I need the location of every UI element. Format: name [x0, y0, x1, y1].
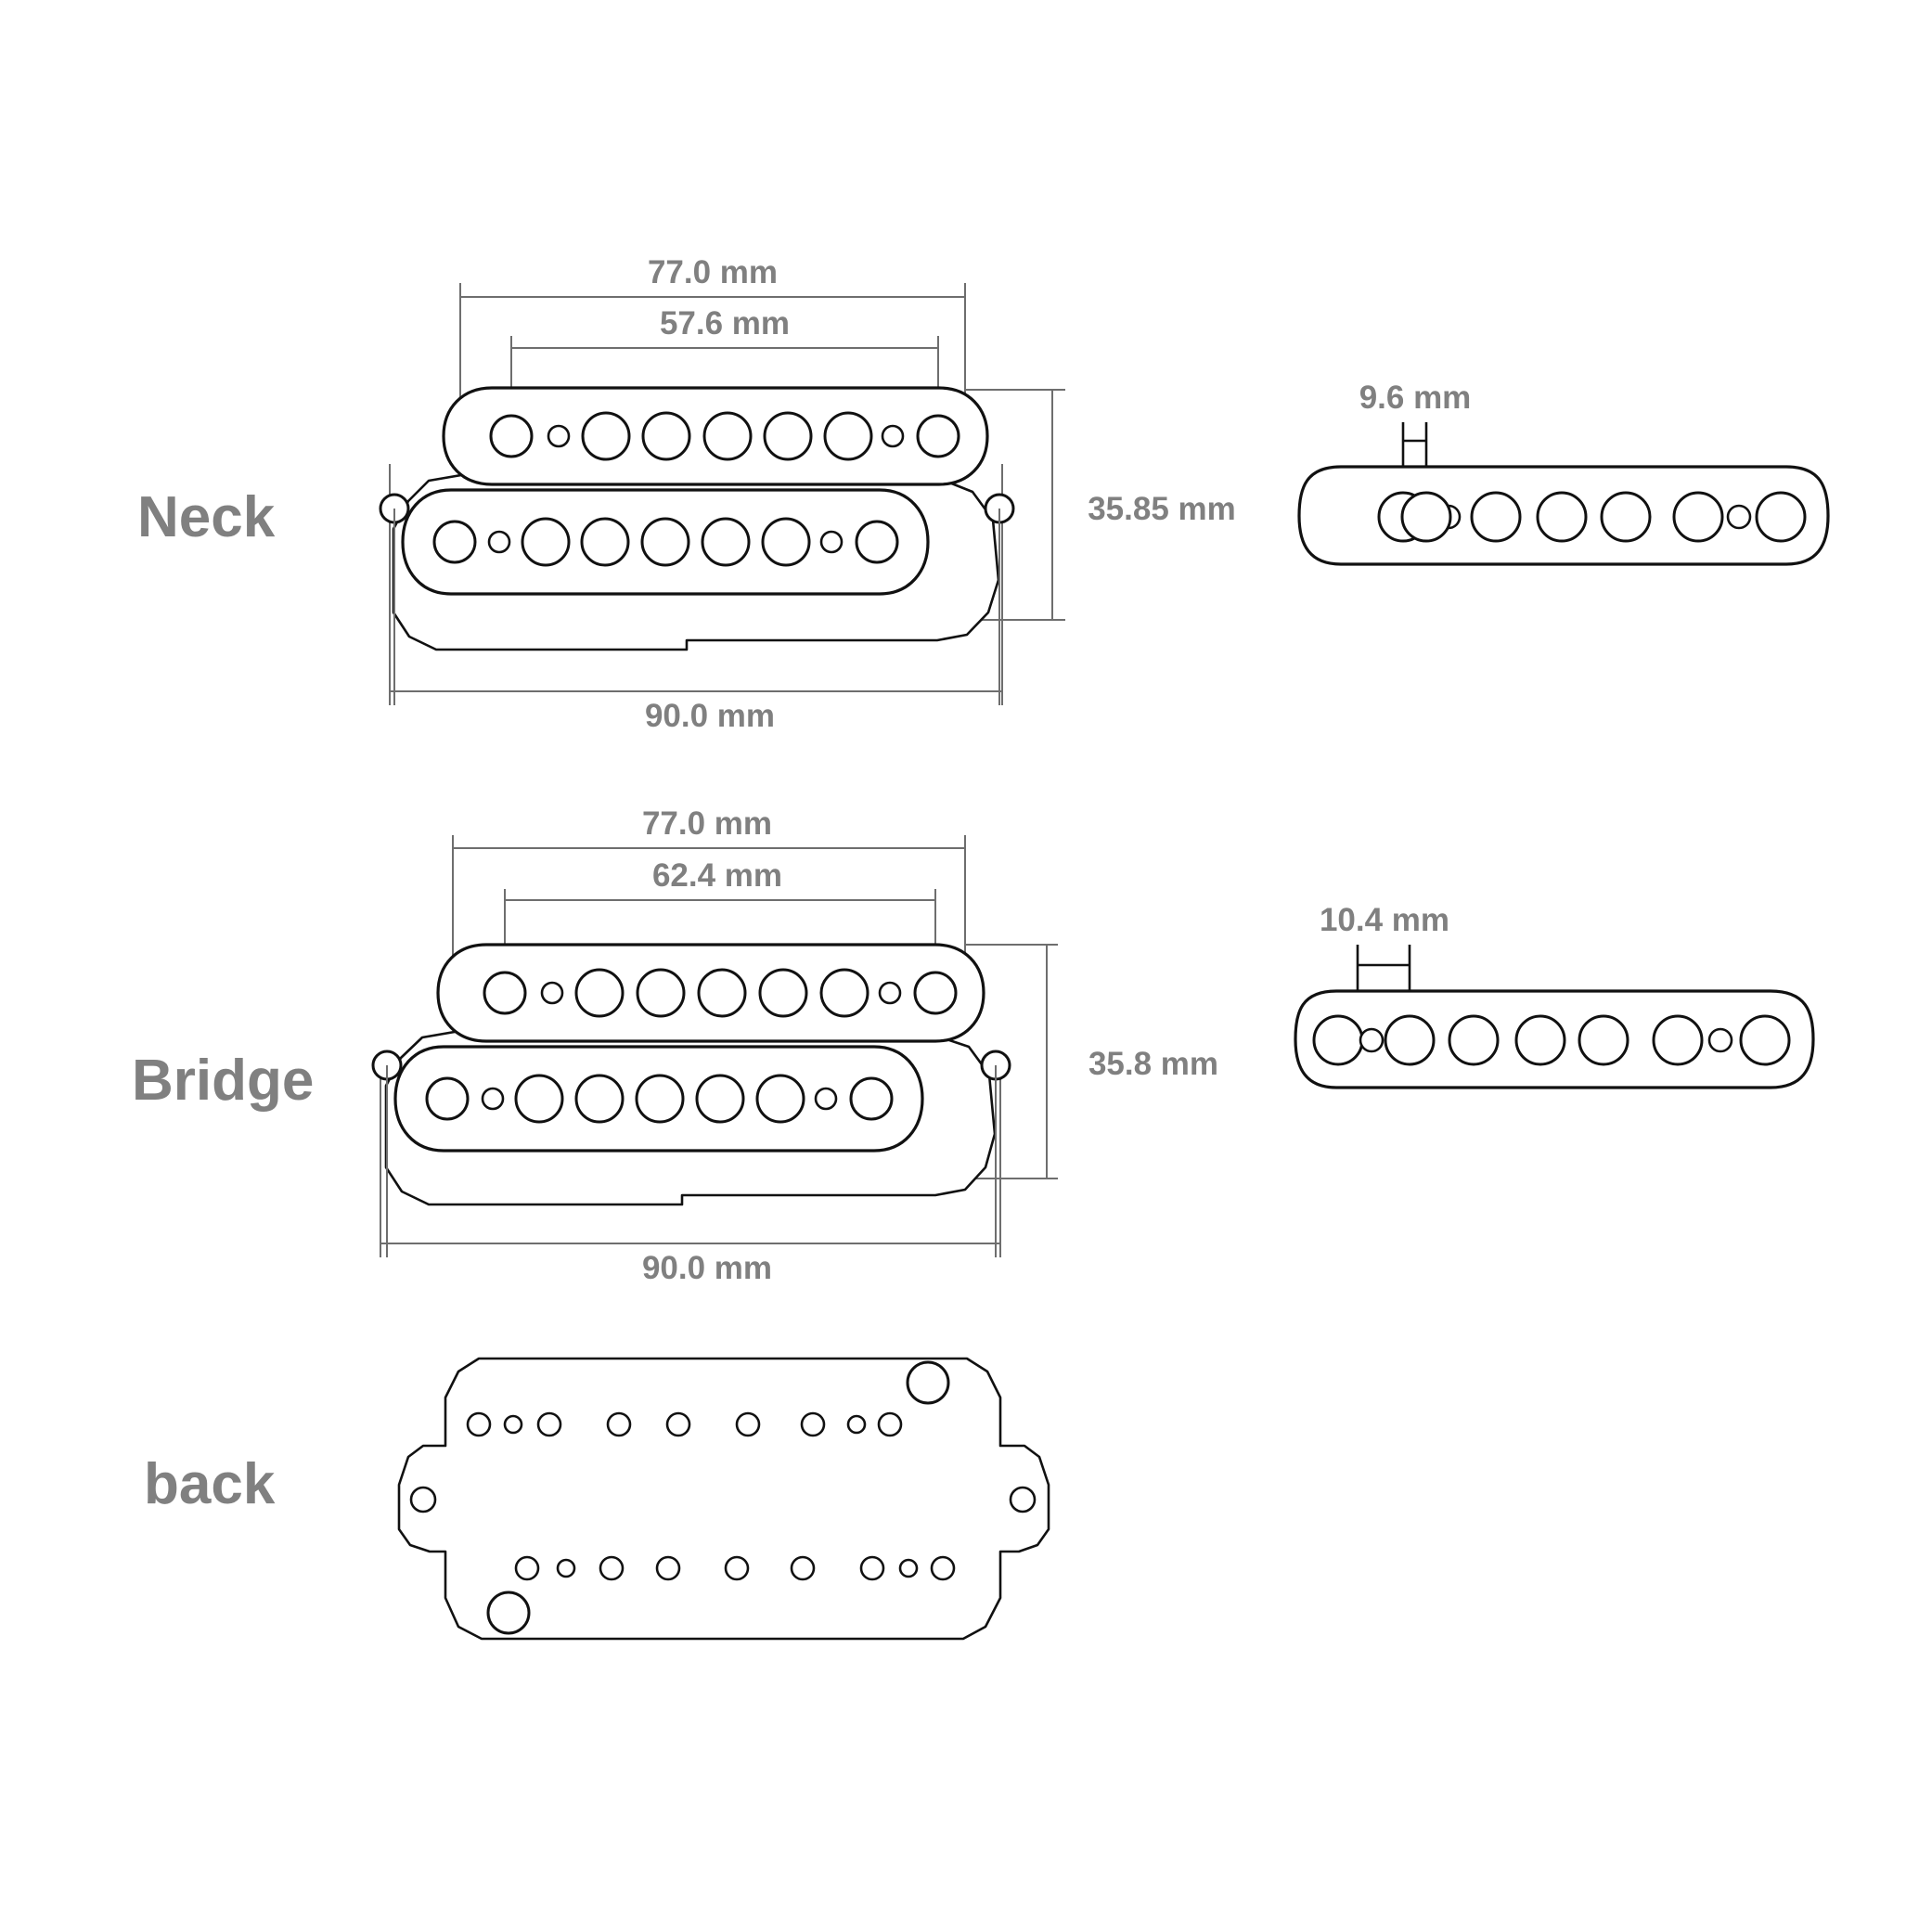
bridge-top-coil-poles [483, 968, 958, 1018]
back-right-mount-hole [1009, 1486, 1037, 1513]
neck-dim-77-label: 77.0 mm [648, 254, 778, 290]
bridge-dim-77-label: 77.0 mm [642, 805, 772, 842]
bridge-side-dim-label: 10.4 mm [1320, 902, 1449, 938]
bridge-dim-358-label: 35.8 mm [1088, 1046, 1218, 1082]
neck-dim-576-label: 57.6 mm [660, 305, 790, 341]
bridge-view: 77.0 mm 62.4 mm 35.8 mm 90.0 mm Bridge [132, 805, 1218, 1286]
bridge-dim-90-label: 90.0 mm [642, 1250, 772, 1286]
neck-side-view: 9.6 mm [1297, 380, 1830, 566]
bridge-bottom-coil-poles [425, 1074, 894, 1124]
bridge-view-label: Bridge [132, 1049, 314, 1113]
back-view-label: back [144, 1452, 276, 1516]
neck-dim-3585-label: 35.85 mm [1088, 491, 1236, 527]
neck-view: 77.0 mm 57.6 mm 35.85 mm 90.0 mm Neck [137, 254, 1236, 734]
back-corner-hole-bottom-left [486, 1591, 531, 1635]
neck-dim-90-label: 90.0 mm [645, 698, 775, 734]
bridge-side-poles [1312, 1014, 1791, 1066]
back-bottom-row-holes [514, 1555, 956, 1581]
bridge-side-view: 10.4 mm [1294, 902, 1815, 1089]
back-view: back [144, 1357, 1050, 1641]
neck-view-label: Neck [137, 485, 276, 549]
back-top-row-holes [466, 1411, 903, 1437]
neck-side-poles [1377, 491, 1807, 543]
neck-side-dim-label: 9.6 mm [1359, 380, 1472, 416]
neck-bottom-coil-poles [432, 517, 899, 567]
bridge-dim-624-label: 62.4 mm [652, 857, 782, 894]
back-corner-hole-top-right [906, 1360, 950, 1405]
neck-top-coil-poles [489, 411, 960, 461]
back-left-mount-hole [409, 1486, 437, 1513]
